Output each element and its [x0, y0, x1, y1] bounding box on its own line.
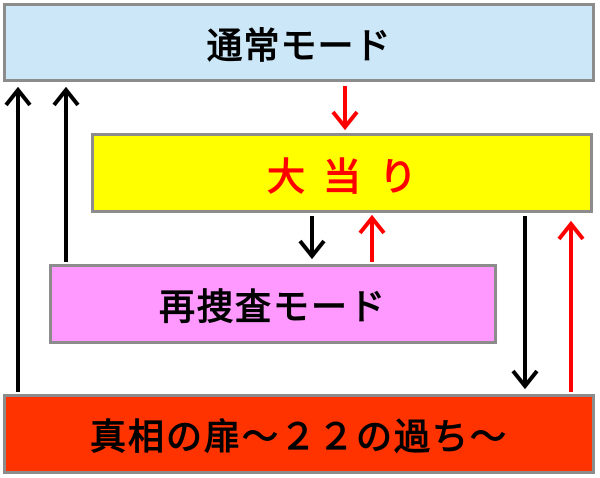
arrow-door-of-truth-to-normal: [4, 86, 32, 392]
arrow-normal-to-jackpot: [331, 86, 359, 131]
normal-mode-box: 通常モード: [3, 3, 595, 82]
door-of-truth-box: 真相の扉～２２の過ち～: [3, 394, 595, 474]
arrow-jackpot-to-door-of-truth: [511, 216, 539, 390]
reinvestigation-mode-box: 再捜査モード: [49, 264, 497, 344]
jackpot-box: 大当り: [91, 133, 593, 213]
arrow-door-of-truth-to-jackpot: [557, 220, 585, 392]
arrow-reinvestigation-to-normal: [52, 86, 80, 262]
jackpot-label: 大当り: [266, 154, 435, 199]
arrow-reinvestigation-to-jackpot: [358, 214, 386, 262]
normal-mode-label: 通常モード: [206, 25, 392, 67]
door-of-truth-label: 真相の扉～２２の過ち～: [89, 417, 508, 458]
reinvestigation-mode-label: 再捜査モード: [158, 287, 387, 328]
arrow-jackpot-to-reinvestigation: [298, 216, 326, 260]
